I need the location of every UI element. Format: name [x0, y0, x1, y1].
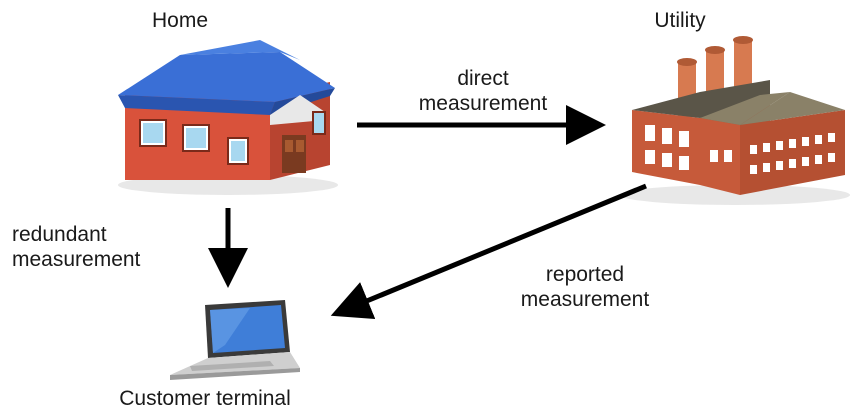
home-label: Home — [151, 9, 209, 32]
laptop-icon — [170, 300, 300, 380]
direct-label-line1: direct — [457, 67, 509, 90]
house-icon — [118, 40, 338, 195]
redundant-label-line2: measurement — [12, 248, 141, 271]
reported-measurement-label: reported measurement — [485, 262, 685, 312]
redundant-measurement-label: redundant measurement — [12, 222, 192, 272]
utility-label: Utility — [654, 9, 706, 32]
reported-label-line1: reported — [545, 263, 625, 286]
arrow-reported — [330, 183, 647, 320]
direct-measurement-label: direct measurement — [383, 66, 583, 116]
reported-label-line2: measurement — [520, 288, 650, 311]
redundant-label-line1: redundant — [12, 223, 107, 246]
factory-icon — [620, 36, 850, 205]
direct-label-line2: measurement — [418, 92, 548, 115]
customer-terminal-label: Customer terminal — [119, 387, 291, 410]
